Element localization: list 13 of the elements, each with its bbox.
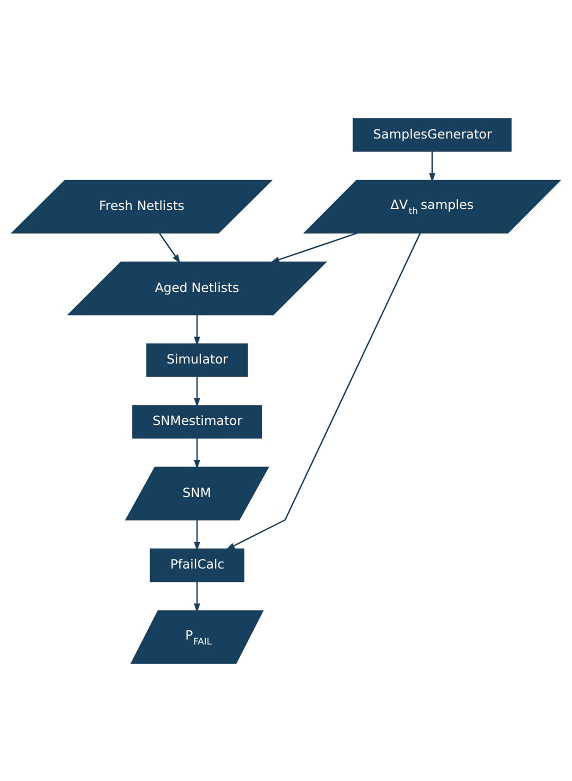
arrow	[270, 232, 358, 262]
arrow	[226, 232, 421, 550]
node-box: PfailCalc	[150, 548, 244, 582]
arrow	[194, 376, 200, 407]
arrow	[429, 150, 436, 182]
arrow	[194, 520, 200, 550]
arrow	[158, 232, 180, 264]
arrow	[194, 438, 200, 469]
node-box: SamplesGenerator	[352, 118, 512, 152]
arrow	[194, 314, 200, 346]
node-box: Simulator	[146, 342, 248, 376]
node-box: SNMestimator	[132, 404, 262, 438]
arrow	[194, 581, 200, 612]
